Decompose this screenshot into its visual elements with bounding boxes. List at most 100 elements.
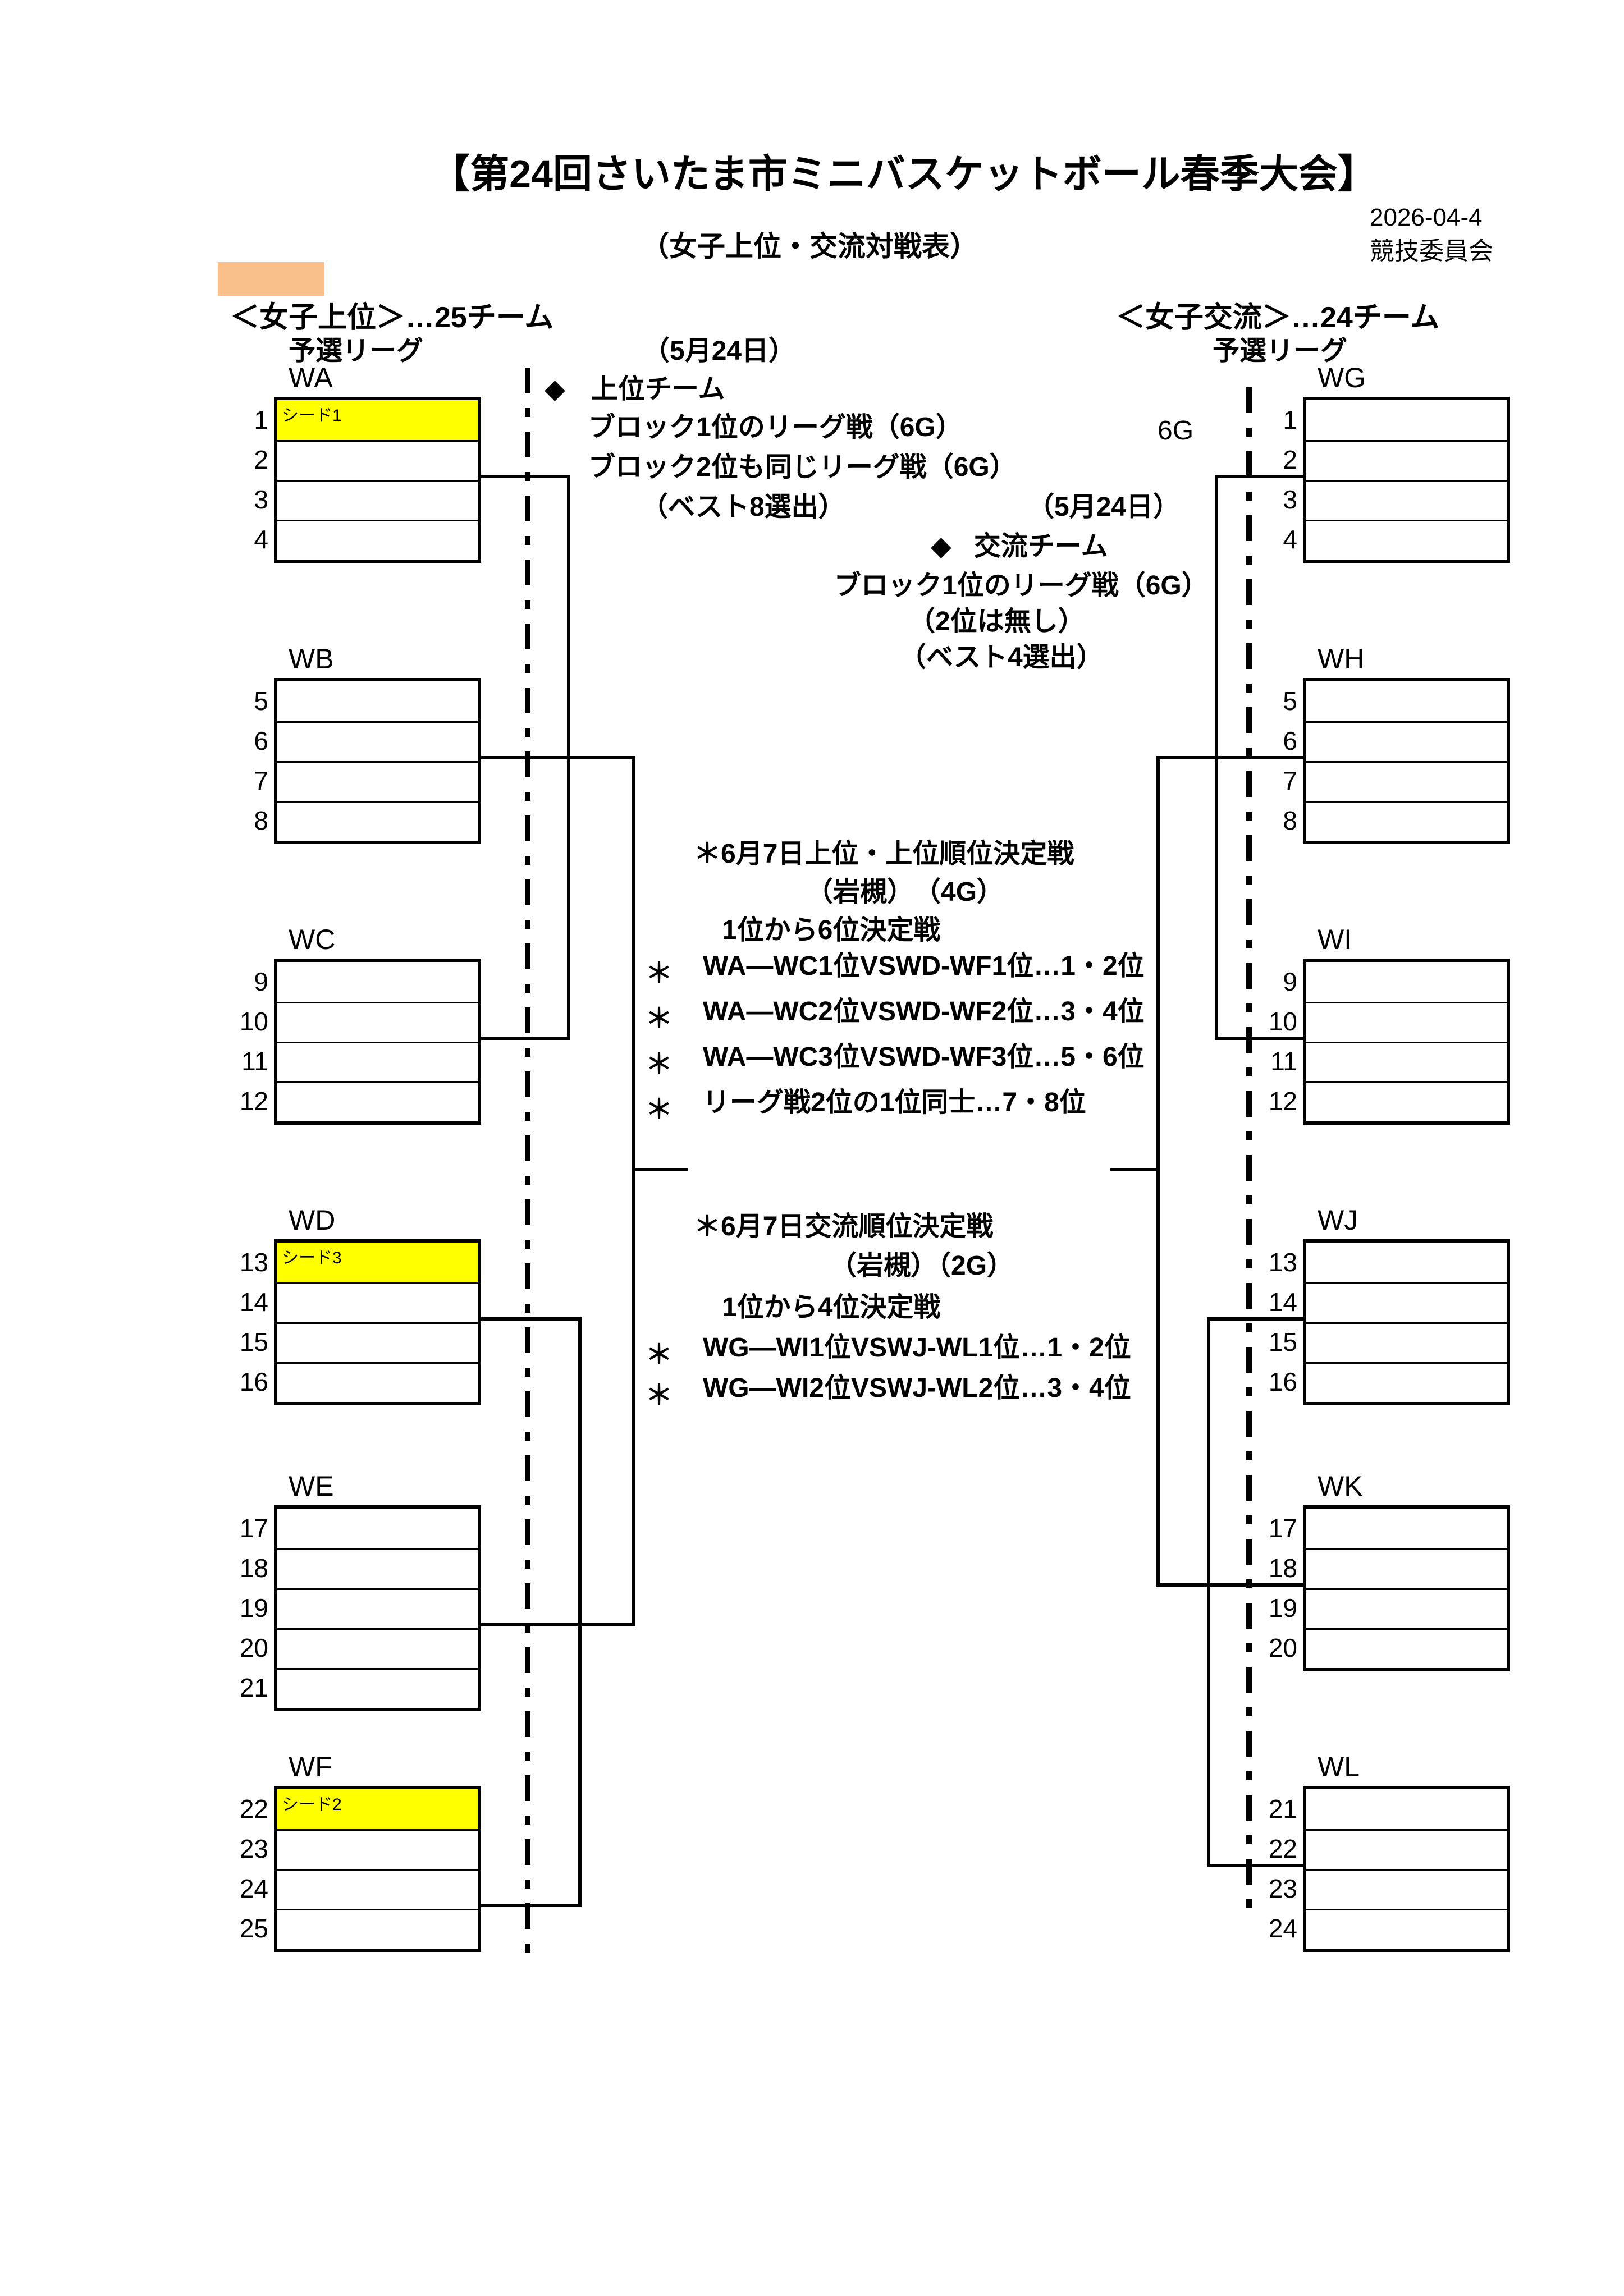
block-WH (1303, 678, 1510, 844)
block-label-WK: WK (1318, 1470, 1363, 1502)
team-slot-23 (1306, 1869, 1507, 1909)
team-slot-25 (277, 1909, 478, 1949)
row-number-right-15: 15 (1268, 1327, 1297, 1356)
block-WL (1303, 1786, 1510, 1952)
exchange-playoff-match-mark-2: ＊ (646, 1381, 673, 1410)
divider-dashed-left (525, 368, 530, 1959)
row-number-left-1: 1 (254, 405, 268, 434)
upper-playoff-match-mark-3: ＊ (646, 1050, 673, 1079)
row-number-left-15: 15 (239, 1327, 268, 1356)
upper-team-note: ◆上位チーム (545, 374, 725, 405)
row-number-left-8: 8 (254, 806, 268, 835)
block-label-WB: WB (289, 643, 334, 675)
upper-date-label: （5月24日） (643, 336, 796, 366)
row-number-right-3: 3 (1283, 485, 1297, 514)
upper-playoff-venue: （岩槻） （4G） (806, 877, 1004, 907)
row-number-right-6: 6 (1283, 726, 1297, 755)
team-slot-9 (277, 962, 478, 1002)
block-label-WL: WL (1318, 1751, 1360, 1782)
row-number-left-7: 7 (254, 766, 268, 795)
block-label-WI: WI (1318, 924, 1352, 955)
row-number-left-5: 5 (254, 686, 268, 716)
block-WE (274, 1505, 481, 1711)
exchange-note-line3: （ベスト4選出） (899, 643, 1104, 672)
bracket-connector-line (1156, 756, 1303, 759)
row-number-left-20: 20 (239, 1633, 268, 1662)
block-WA: シード1 (274, 397, 481, 563)
team-slot-18 (1306, 1548, 1507, 1588)
bracket-connector-line (1156, 756, 1160, 1587)
block-WJ (1303, 1239, 1510, 1405)
upper-note-line3: （ベスト8選出） (641, 492, 845, 522)
team-slot-10 (1306, 1002, 1507, 1042)
row-number-left-2: 2 (254, 445, 268, 474)
bracket-connector-line (1207, 1317, 1303, 1321)
bracket-connector-line (481, 1623, 635, 1626)
team-slot-3 (1306, 480, 1507, 520)
document-date: 2026-04-4 (1370, 204, 1483, 231)
exchange-playoff-subtitle: 1位から4位決定戦 (722, 1293, 941, 1322)
team-slot-5 (1306, 681, 1507, 721)
upper-playoff-match-text-4: リーグ戦2位の1位同士…7・8位 (703, 1088, 1086, 1117)
team-slot-8 (277, 801, 478, 841)
row-number-right-4: 4 (1283, 525, 1297, 554)
exchange-playoff-match-text-2: WG—WI2位VSWJ-WL2位…3・4位 (703, 1373, 1131, 1403)
team-slot-7 (277, 761, 478, 801)
team-slot-6 (277, 721, 478, 761)
upper-playoff-title: ＊6月7日上位・上位順位決定戦 (694, 839, 1074, 869)
team-slot-5 (277, 681, 478, 721)
row-number-left-3: 3 (254, 485, 268, 514)
row-number-right-17: 17 (1268, 1514, 1297, 1543)
team-slot-1: シード1 (277, 400, 478, 440)
row-number-left-10: 10 (239, 1007, 268, 1036)
bracket-connector-line (1207, 1317, 1210, 1867)
block-WI (1303, 959, 1510, 1125)
upper-playoff-match-mark-1: ＊ (646, 959, 673, 988)
exchange-playoff-match-mark-1: ＊ (646, 1340, 673, 1370)
exchange-playoff-venue: （岩槻）（2G） (830, 1251, 1014, 1281)
row-number-right-7: 7 (1283, 766, 1297, 795)
bracket-connector-line (1156, 1583, 1303, 1587)
row-number-right-10: 10 (1268, 1007, 1297, 1036)
row-number-left-12: 12 (239, 1087, 268, 1116)
bracket-connector-line (632, 1168, 688, 1171)
upper-note-line2: ブロック2位も同じリーグ戦（6G） (588, 452, 1017, 482)
row-number-right-21: 21 (1268, 1794, 1297, 1823)
block-label-WF: WF (289, 1751, 332, 1782)
bracket-connector-line (1215, 475, 1303, 478)
upper-team-label: 上位チーム (591, 374, 725, 404)
team-slot-15 (277, 1322, 478, 1362)
row-number-right-11: 11 (1270, 1047, 1297, 1076)
committee-label: 競技委員会 (1370, 237, 1493, 265)
team-slot-1 (1306, 400, 1507, 440)
team-slot-23 (277, 1829, 478, 1869)
seed-label: シード1 (282, 406, 342, 425)
bracket-connector-line (481, 1317, 582, 1321)
row-number-right-8: 8 (1283, 806, 1297, 835)
team-slot-18 (277, 1548, 478, 1588)
team-slot-20 (277, 1628, 478, 1668)
block-WC (274, 959, 481, 1125)
bracket-connector-line (481, 1037, 570, 1040)
seed-label: シード2 (282, 1795, 342, 1814)
team-slot-19 (277, 1588, 478, 1628)
team-slot-14 (1306, 1282, 1507, 1322)
row-number-left-22: 22 (239, 1794, 268, 1823)
exchange-note-line2: （2位は無し） (908, 607, 1085, 636)
row-number-right-16: 16 (1268, 1367, 1297, 1396)
seed-label: シード3 (282, 1249, 342, 1267)
team-slot-12 (1306, 1081, 1507, 1121)
row-number-right-1: 1 (1283, 405, 1297, 434)
block-label-WC: WC (289, 924, 336, 955)
row-number-right-23: 23 (1268, 1874, 1297, 1903)
upper-playoff-match-text-3: WA—WC3位VSWD-WF3位…5・6位 (703, 1042, 1145, 1072)
row-number-left-6: 6 (254, 726, 268, 755)
row-number-left-24: 24 (239, 1874, 268, 1903)
block-label-WG: WG (1318, 362, 1366, 393)
team-slot-13 (1306, 1243, 1507, 1282)
row-number-right-20: 20 (1268, 1633, 1297, 1662)
row-number-left-25: 25 (239, 1914, 268, 1943)
row-number-right-2: 2 (1283, 445, 1297, 474)
bracket-connector-line (1110, 1168, 1156, 1171)
row-number-left-9: 9 (254, 967, 268, 996)
